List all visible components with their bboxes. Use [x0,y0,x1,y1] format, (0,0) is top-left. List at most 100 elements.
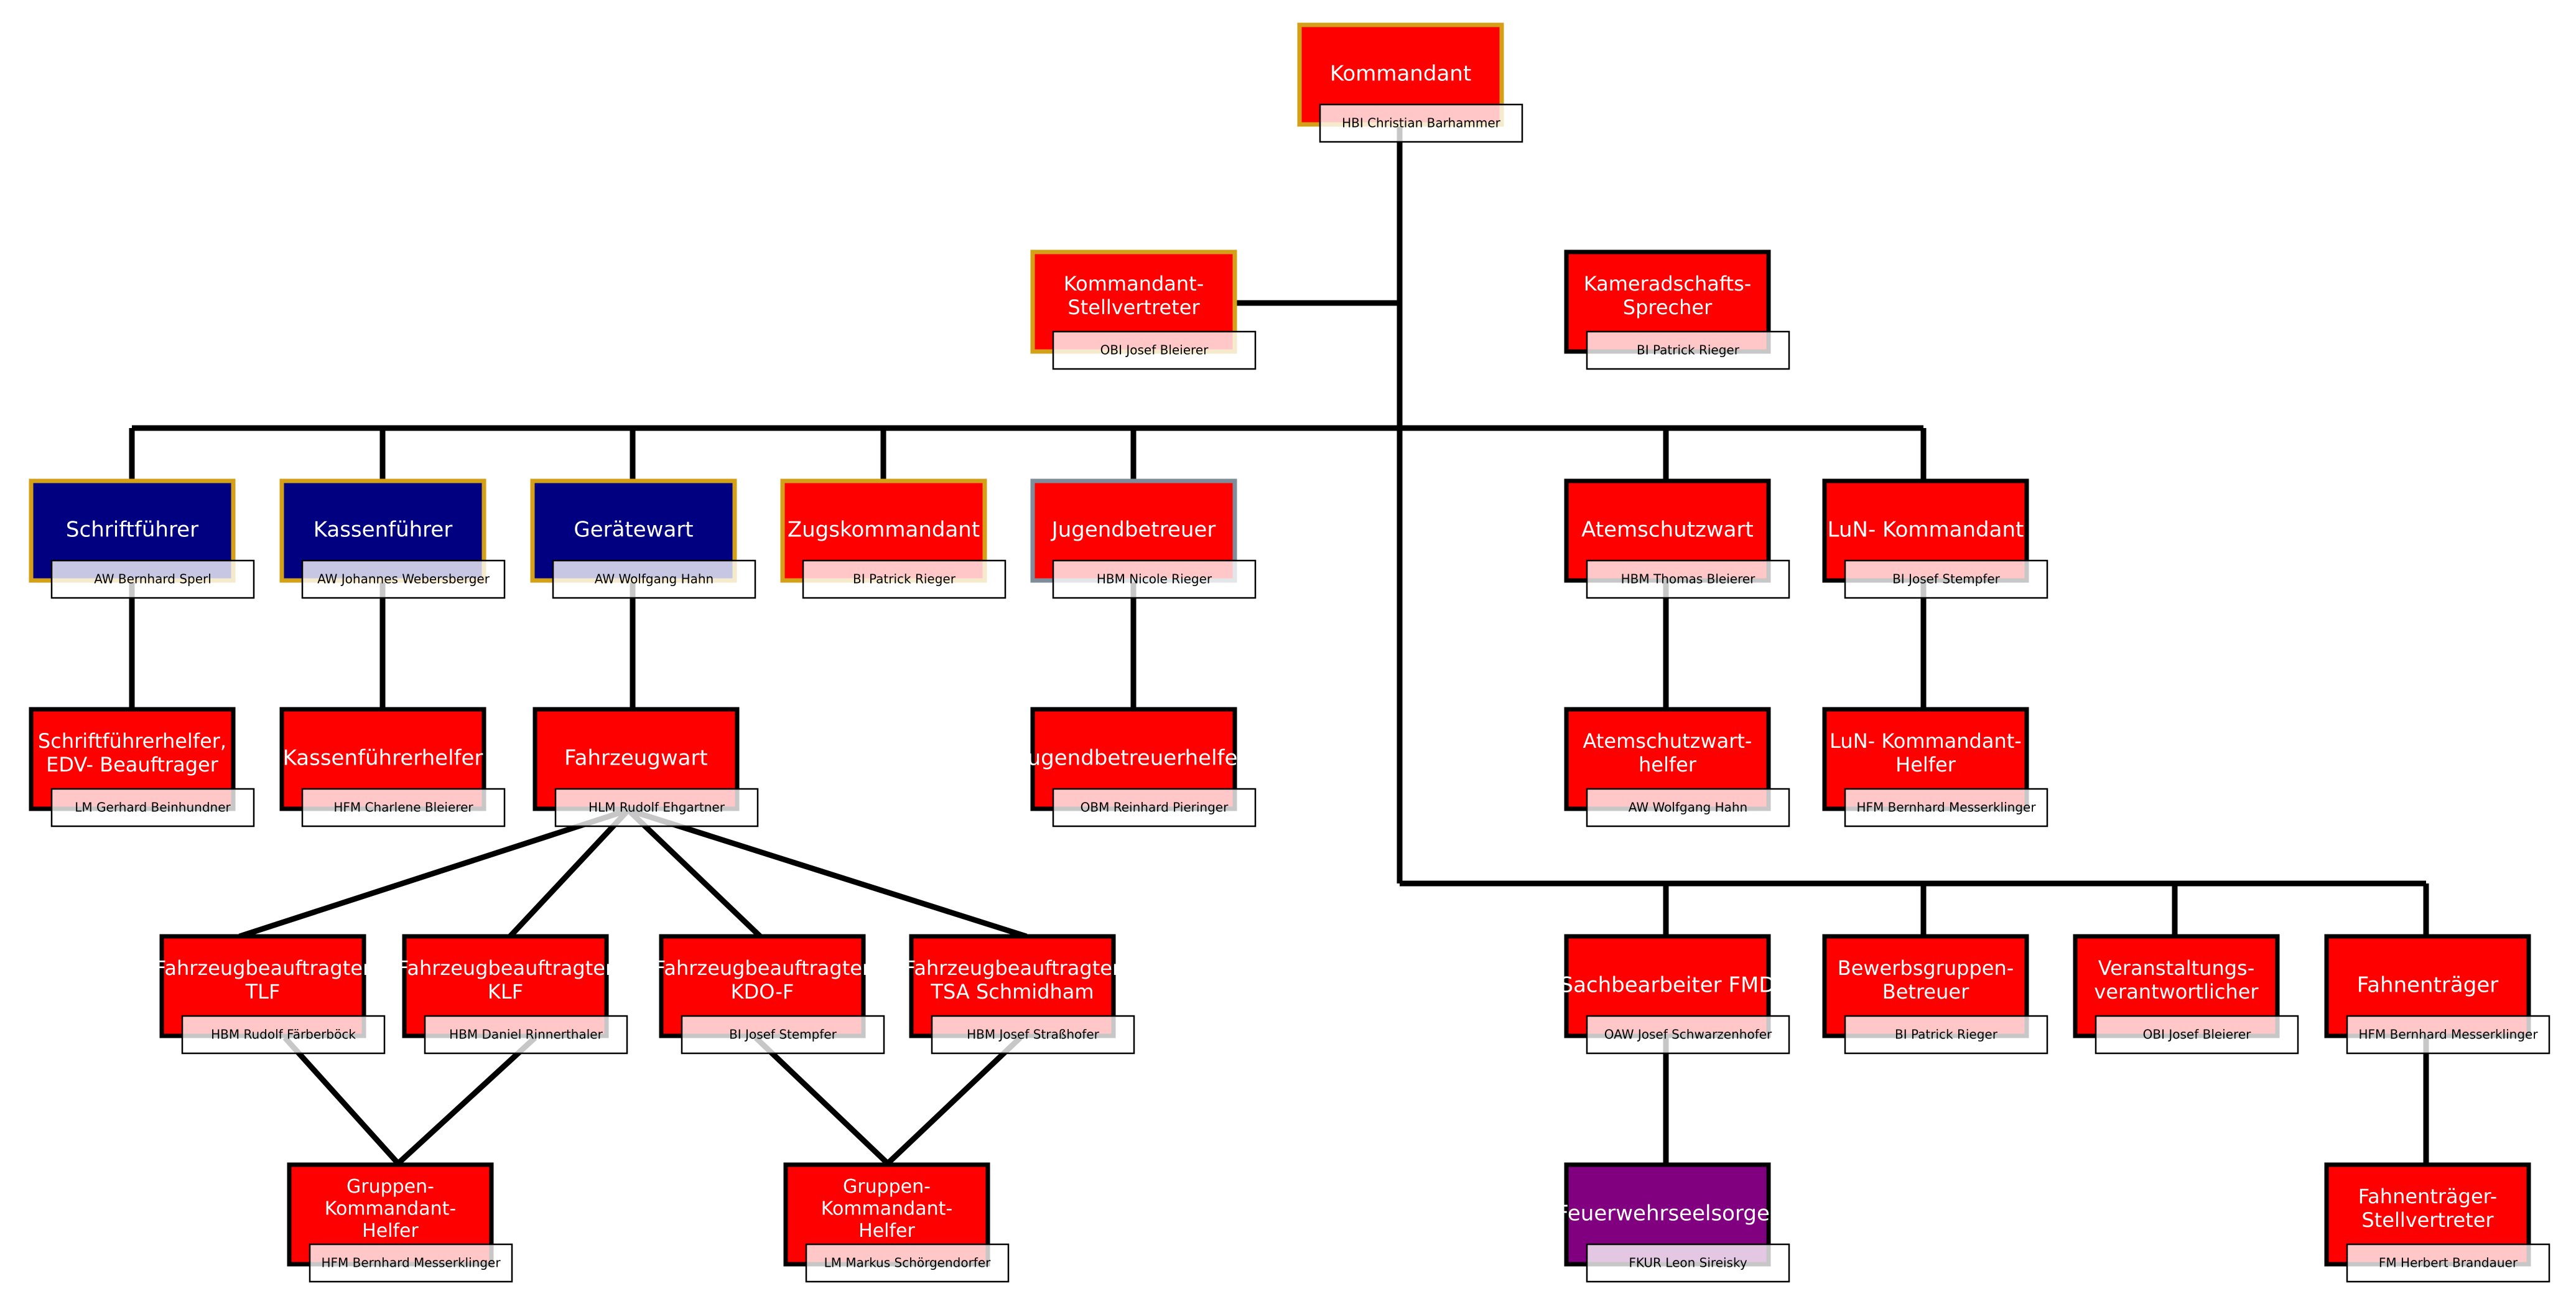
node-title: Helfer [858,1220,915,1242]
node-name-label [931,1015,1135,1055]
node-title: Kommandant [1330,62,1471,86]
node-title: Kommandant- [821,1198,952,1220]
org-node-kameradschaft: Kameradschafts-Sprecher BI Patrick Rieger [1564,249,1790,370]
node-person-name: HLM Rudolf Ehgartner [588,800,725,815]
node-title: Fahnenträger [2357,973,2498,998]
node-person-name: BI Patrick Rieger [853,572,956,587]
node-title: Jugendbetreuer [1051,518,1216,543]
node-title: KDO-F [731,980,794,1004]
node-title: Zugskommandant [788,518,980,543]
node-title: Sachbearbeiter FMD [1560,973,1775,998]
connector-line [1663,883,2429,936]
node-name-label [681,1015,885,1055]
node-person-name: OBI Josef Bleierer [1100,343,1209,358]
node-person-name: BI Patrick Rieger [1637,343,1740,358]
node-person-name: AW Wolfgang Hahn [1629,800,1747,815]
node-person-name: BI Patrick Rieger [1895,1027,1998,1042]
node-name-label [1052,330,1257,370]
node-person-name: BI Josef Stempfer [729,1027,837,1042]
node-title: Veranstaltungs- [2098,956,2255,980]
node-title: Schriftführerhelfer, [38,729,226,753]
node-title: EDV- Beauftrager [46,753,219,776]
org-node-sachbearbeiter-fmd: Sachbearbeiter FMD OAW Josef Schwarzenhof… [1560,934,1790,1055]
node-person-name: HBM Daniel Rinnerthaler [449,1027,603,1042]
node-name-label [1052,788,1257,827]
node-person-name: LM Markus Schörgendorfer [824,1256,992,1270]
node-person-name: HBM Rudolf Färberböck [211,1027,356,1042]
node-name-label [50,559,255,599]
node-title: Betreuer [1882,980,1969,1004]
node-name-label [1052,559,1257,599]
node-title: Gerätewart [574,518,693,543]
node-name-label [554,788,759,827]
connector-line [129,428,1927,482]
node-name-label [1844,559,2048,599]
node-name-label [424,1015,628,1055]
node-person-name: HBM Thomas Bleierer [1621,572,1756,587]
node-name-label [1586,1243,1790,1283]
node-title: Jugendbetreuerhelfer [1020,746,1247,771]
node-title: Stellvertreter [1067,296,1200,319]
node-name-label [802,559,1007,599]
org-node-lun-kommandant: LuN- Kommandant BI Josef Stempfer [1822,478,2048,599]
node-title: Helfer [362,1220,419,1242]
node-title: TLF [245,980,281,1004]
node-title: Bewerbsgruppen- [1838,956,2014,980]
connector-lines [129,124,2429,1168]
node-person-name: HFM Charlene Bleierer [333,800,473,815]
node-person-name: HBM Nicole Rieger [1097,572,1212,587]
node-person-name: HBM Josef Straßhofer [967,1027,1100,1042]
node-person-name: HBI Christian Barhammer [1342,116,1501,131]
node-title: Atemschutzwart- [1583,729,1752,753]
node-person-name: LM Gerhard Beinhundner [75,800,231,815]
node-person-name: HFM Bernhard Messerklinger [1856,800,2036,815]
node-person-name: OAW Josef Schwarzenhofer [1604,1027,1772,1042]
org-node-geraetewart: Gerätewart AW Wolfgang Hahn [530,478,756,599]
node-name-label [1586,559,1790,599]
node-title: Kassenführerhelfer [283,746,483,771]
node-name-label [1844,788,2048,827]
node-title: TSA Schmidham [930,980,1094,1004]
node-title: LuN- Kommandant [1828,518,2024,543]
node-person-name: AW Bernhard Sperl [94,572,212,587]
node-title: Kommandant- [325,1198,456,1220]
node-title: Fahrzeugbeauftragter [654,956,871,980]
node-person-name: HFM Bernhard Messerklinger [2358,1027,2538,1042]
node-name-label [1844,1015,2048,1055]
node-title: LuN- Kommandant- [1830,729,2022,753]
node-name-label [552,559,756,599]
node-title: Feuerwehrseelsorger [1556,1201,1779,1226]
node-name-label [1586,1015,1790,1055]
node-name-label [301,788,506,827]
node-name-label [1586,330,1790,370]
node-person-name: AW Wolfgang Hahn [595,572,714,587]
node-title: Gruppen- [346,1176,434,1198]
node-name-label [2095,1015,2299,1055]
node-title: Fahnenträger- [2358,1185,2498,1208]
connector-line [282,1035,1023,1168]
node-person-name: FKUR Leon Sireisky [1629,1256,1747,1270]
node-title: Sprecher [1623,296,1713,319]
node-name-label [1586,788,1790,827]
node-name-label [2346,1243,2550,1283]
node-title: Kameradschafts- [1584,272,1752,296]
node-name-label [805,1243,1010,1283]
org-node-zugskommandant: Zugskommandant BI Patrick Rieger [780,478,1007,599]
node-person-name: BI Josef Stempfer [1892,572,2001,587]
